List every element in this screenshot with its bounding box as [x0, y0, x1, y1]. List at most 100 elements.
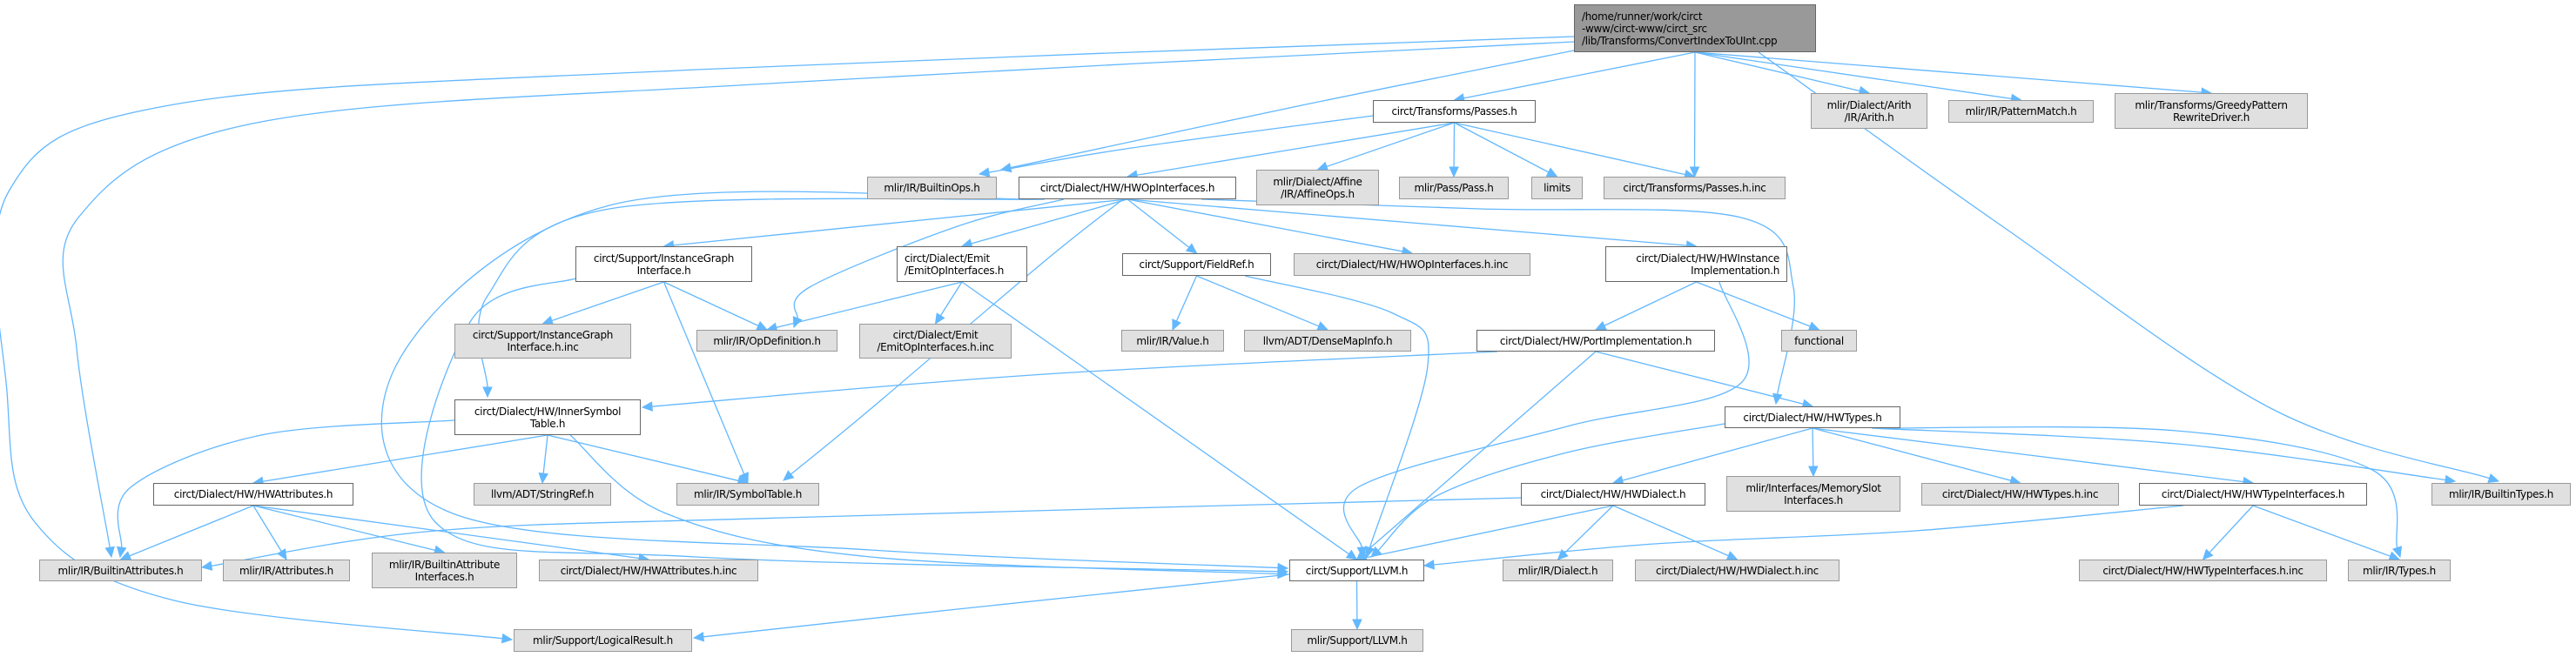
node-label-line: mlir/Interfaces/MemorySlot: [1745, 481, 1881, 494]
node-label-line: circt/Transforms/Passes.h: [1391, 105, 1517, 117]
node-label-line: llvm/ADT/StringRef.h: [490, 488, 595, 500]
edge-hwopif-to-innersym: [478, 198, 1046, 388]
edge-portimpl-to-innersym: [651, 351, 1498, 407]
arrowhead-icon: [1545, 167, 1558, 178]
node-label-line: circt/Transforms/Passes.h.inc: [1623, 182, 1766, 194]
arrowhead-icon: [999, 162, 1012, 173]
edge-hwdialect-to-dialect: [1564, 505, 1614, 553]
arrowhead-icon: [2202, 548, 2214, 560]
arrowhead-icon: [1352, 619, 1362, 631]
node-passes[interactable]: circt/Transforms/Passes.h: [1373, 100, 1536, 123]
arrowhead-icon: [1772, 392, 1783, 406]
node-label-line: circt/Support/FieldRef.h: [1139, 258, 1254, 271]
node-hwdialectinc: circt/Dialect/HW/HWDialect.h.inc: [1635, 560, 1840, 581]
edge-hwdialect-to-hwdialectinc: [1612, 505, 1729, 557]
arrowhead-icon: [2444, 474, 2457, 486]
node-attributes: mlir/IR/Attributes.h: [223, 560, 350, 581]
node-label-line: mlir/IR/BuiltinAttribute: [388, 558, 501, 571]
edge-hwopif-to-emit: [971, 198, 1128, 245]
edge-innersym-to-symtab: [547, 434, 739, 482]
node-emit[interactable]: circt/Dialect/Emit/EmitOpInterfaces.h: [897, 246, 1027, 282]
edge-emit-to-llvm: [961, 281, 1349, 555]
node-label-line: Interfaces.h: [414, 570, 474, 583]
node-label-line: Implementation.h: [1691, 264, 1779, 277]
edge-instgraph-to-llvm: [420, 277, 1279, 573]
edge-fieldref-to-value: [1175, 275, 1198, 322]
node-llvm[interactable]: circt/Support/LLVM.h: [1289, 560, 1424, 581]
node-limits: limits: [1531, 177, 1583, 199]
node-hwattrs[interactable]: circt/Dialect/HW/HWAttributes.h: [153, 483, 353, 506]
node-label-line: RewriteDriver.h: [2172, 111, 2250, 124]
arrowhead-icon: [692, 632, 705, 642]
arrowhead-icon: [2391, 546, 2402, 559]
arrowhead-icon: [1449, 166, 1459, 178]
arrowhead-icon: [1557, 548, 1569, 560]
edge-instgraph-to-instgraphinc: [551, 281, 664, 322]
node-builtinattrs: mlir/IR/BuiltinAttributes.h: [39, 560, 202, 581]
node-builtintypes: mlir/IR/BuiltinTypes.h: [2431, 483, 2571, 506]
node-label-line: mlir/Dialect/Arith: [1826, 98, 1912, 111]
node-label-line: mlir/IR/BuiltinOps.h: [884, 182, 980, 194]
edge-emit-to-opdef: [776, 281, 963, 329]
node-hwdialect[interactable]: circt/Dialect/HW/HWDialect.h: [1521, 483, 1705, 506]
node-label-line: mlir/IR/BuiltinAttributes.h: [57, 564, 184, 577]
edge-hwopif-to-llvm: [380, 191, 1279, 569]
node-hwtypes[interactable]: circt/Dialect/HW/HWTypes.h: [1725, 406, 1900, 428]
node-label-line: mlir/IR/Value.h: [1136, 334, 1209, 347]
node-hwtypeif[interactable]: circt/Dialect/HW/HWTypeInterfaces.h: [2139, 483, 2367, 506]
edge-hwtypeif-to-llvm: [1433, 505, 2184, 566]
edge-hwopif-to-instgraph: [673, 198, 1128, 246]
node-label-line: circt/Dialect/HW/HWInstance: [1636, 251, 1779, 265]
edge-root-to-arith: [1694, 51, 1860, 92]
node-value: mlir/IR/Value.h: [1121, 330, 1224, 352]
node-label-line: mlir/IR/Dialect.h: [1517, 564, 1598, 577]
edge-passes-to-affine: [1326, 122, 1455, 168]
node-label-line: mlir/IR/PatternMatch.h: [1965, 105, 2077, 117]
edge-passes-to-hwopif: [1136, 122, 1455, 176]
node-fieldref[interactable]: circt/Support/FieldRef.h: [1122, 253, 1271, 276]
node-label-line: /IR/AffineOps.h: [1281, 187, 1355, 200]
edge-hwinst-to-functional: [1696, 281, 1811, 327]
edge-hwtypeif-to-types: [2252, 505, 2391, 557]
edge-innersym-to-hwattrs: [262, 434, 548, 482]
arrowhead-icon: [104, 546, 115, 559]
arrowhead-icon: [1423, 560, 1435, 570]
node-patternmatch: mlir/IR/PatternMatch.h: [1948, 100, 2094, 123]
arrowhead-icon: [200, 560, 213, 571]
node-label-line: mlir/Support/LLVM.h: [1307, 634, 1408, 647]
node-label-line: circt/Dialect/Emit: [905, 251, 990, 265]
edge-passes-to-limits: [1454, 122, 1550, 173]
edge-portimpl-to-llvm: [1363, 351, 1597, 554]
arrowhead-icon: [1172, 318, 1181, 332]
edge-hwtypes-to-llvm: [1377, 423, 1725, 551]
node-label-line: mlir/IR/BuiltinTypes.h: [2448, 488, 2554, 500]
node-label-line: circt/Dialect/HW/HWDialect.h.inc: [1656, 564, 1819, 577]
node-stringref: llvm/ADT/StringRef.h: [474, 483, 611, 506]
arrowhead-icon: [1277, 568, 1289, 580]
node-portimpl[interactable]: circt/Dialect/HW/PortImplementation.h: [1476, 330, 1715, 352]
node-label-line: circt/Dialect/HW/HWOpInterfaces.h.inc: [1315, 258, 1509, 271]
node-label-line: mlir/IR/OpDefinition.h: [713, 334, 821, 347]
node-label-line: mlir/Support/LogicalResult.h: [533, 634, 673, 647]
node-label-line: circt/Dialect/HW/HWAttributes.h.inc: [560, 564, 737, 577]
node-symtab: mlir/IR/SymbolTable.h: [676, 483, 819, 506]
edge-hwopif-to-hwinst: [1127, 198, 1687, 246]
node-label-line: Interface.h: [636, 264, 691, 277]
node-passesinc: circt/Transforms/Passes.h.inc: [1604, 177, 1786, 199]
edge-root-to-builtinops: [1010, 50, 1575, 169]
node-hwopif[interactable]: circt/Dialect/HW/HWOpInterfaces.h: [1019, 177, 1236, 199]
node-label-line: /home/runner/work/circt: [1582, 10, 1703, 23]
edge-hwtypes-to-hwtypesinc: [1812, 427, 2012, 481]
node-label-line: circt/Dialect/HW/HWTypes.h.inc: [1941, 488, 2099, 500]
edge-hwtypes-to-hwtypeif: [1812, 427, 2244, 483]
node-opdef: mlir/IR/OpDefinition.h: [696, 330, 837, 352]
node-builtinops: mlir/IR/BuiltinOps.h: [867, 177, 997, 199]
arrowhead-icon: [1185, 243, 1198, 254]
node-label-line: limits: [1544, 182, 1570, 194]
node-label-line: Table.h: [529, 417, 566, 430]
